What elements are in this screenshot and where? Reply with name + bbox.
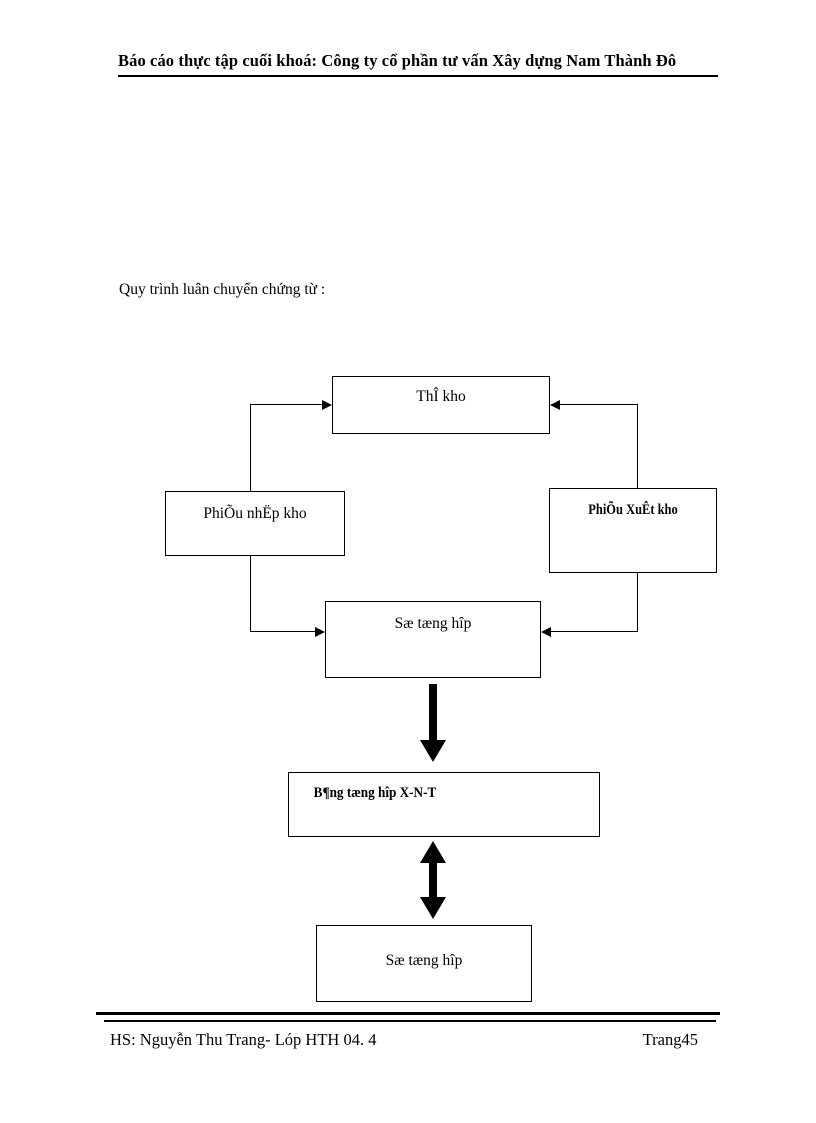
arrow-shaft (429, 684, 437, 742)
thick-arrow-double-icon (420, 841, 446, 919)
flow-box-so-tong-hop-1: Sæ tæng hîp (325, 601, 541, 678)
flow-box-so-tong-hop-2: Sæ tæng hîp (316, 925, 532, 1002)
arrowhead-phieu-xuat-to-so-tong-hop (541, 627, 551, 637)
flow-box-label: PhiÕu nhËp kho (203, 505, 307, 522)
connector-phieu-xuat-to-thu-kho-line (560, 404, 638, 406)
arrowhead-phieu-nhap-to-thu-kho (322, 400, 332, 410)
header-title: Báo cáo thực tập cuối khoá: Công ty cổ p… (118, 51, 677, 70)
arrow-head-up (420, 841, 446, 863)
arrow-head-down (420, 740, 446, 762)
flow-box-label: PhiÕu XuÊt kho (588, 502, 678, 518)
footer-divider (96, 1012, 720, 1015)
arrowhead-phieu-nhap-to-so-tong-hop (315, 627, 325, 637)
thick-arrow-down-icon (420, 684, 446, 762)
footer-author-line: HS: Nguyễn Thu Trang- Lóp HTH 04. 4 (110, 1030, 377, 1049)
connector-phieu-xuat-to-so-tong-hop-line (551, 631, 638, 633)
footer-divider-secondary (104, 1020, 716, 1022)
flow-box-thu-kho: ThÎ kho (332, 376, 550, 434)
header-divider (118, 75, 718, 77)
flow-box-label: Sæ tæng hîp (385, 952, 463, 969)
intro-text: Quy trình luân chuyển chứng từ : (119, 281, 326, 298)
document-footer: HS: Nguyễn Thu Trang- Lóp HTH 04. 4 Tran… (96, 1012, 720, 1062)
arrow-shaft (429, 859, 437, 903)
document-header: Báo cáo thực tập cuối khoá: Công ty cổ p… (118, 50, 718, 80)
footer-page-number: Trang45 (642, 1030, 698, 1049)
footer-row: HS: Nguyễn Thu Trang- Lóp HTH 04. 4 Tran… (110, 1030, 706, 1050)
flow-box-label: B¶ng tæng hîp X-N-T (313, 785, 437, 801)
flow-box-phieu-nhap-kho: PhiÕu nhËp kho (165, 491, 345, 556)
flow-box-label: Sæ tæng hîp (394, 615, 472, 632)
arrow-head-down (420, 897, 446, 919)
flow-box-bang-tong-hop-xnt: B¶ng tæng hîp X-N-T (288, 772, 600, 837)
flow-box-phieu-xuat-kho: PhiÕu XuÊt kho (549, 488, 717, 573)
connector-phieu-nhap-to-thu-kho-line (250, 404, 322, 406)
connector-phieu-nhap-to-so-tong-hop-line (250, 631, 315, 633)
flow-box-label: ThÎ kho (416, 388, 466, 405)
arrowhead-phieu-xuat-to-thu-kho (550, 400, 560, 410)
